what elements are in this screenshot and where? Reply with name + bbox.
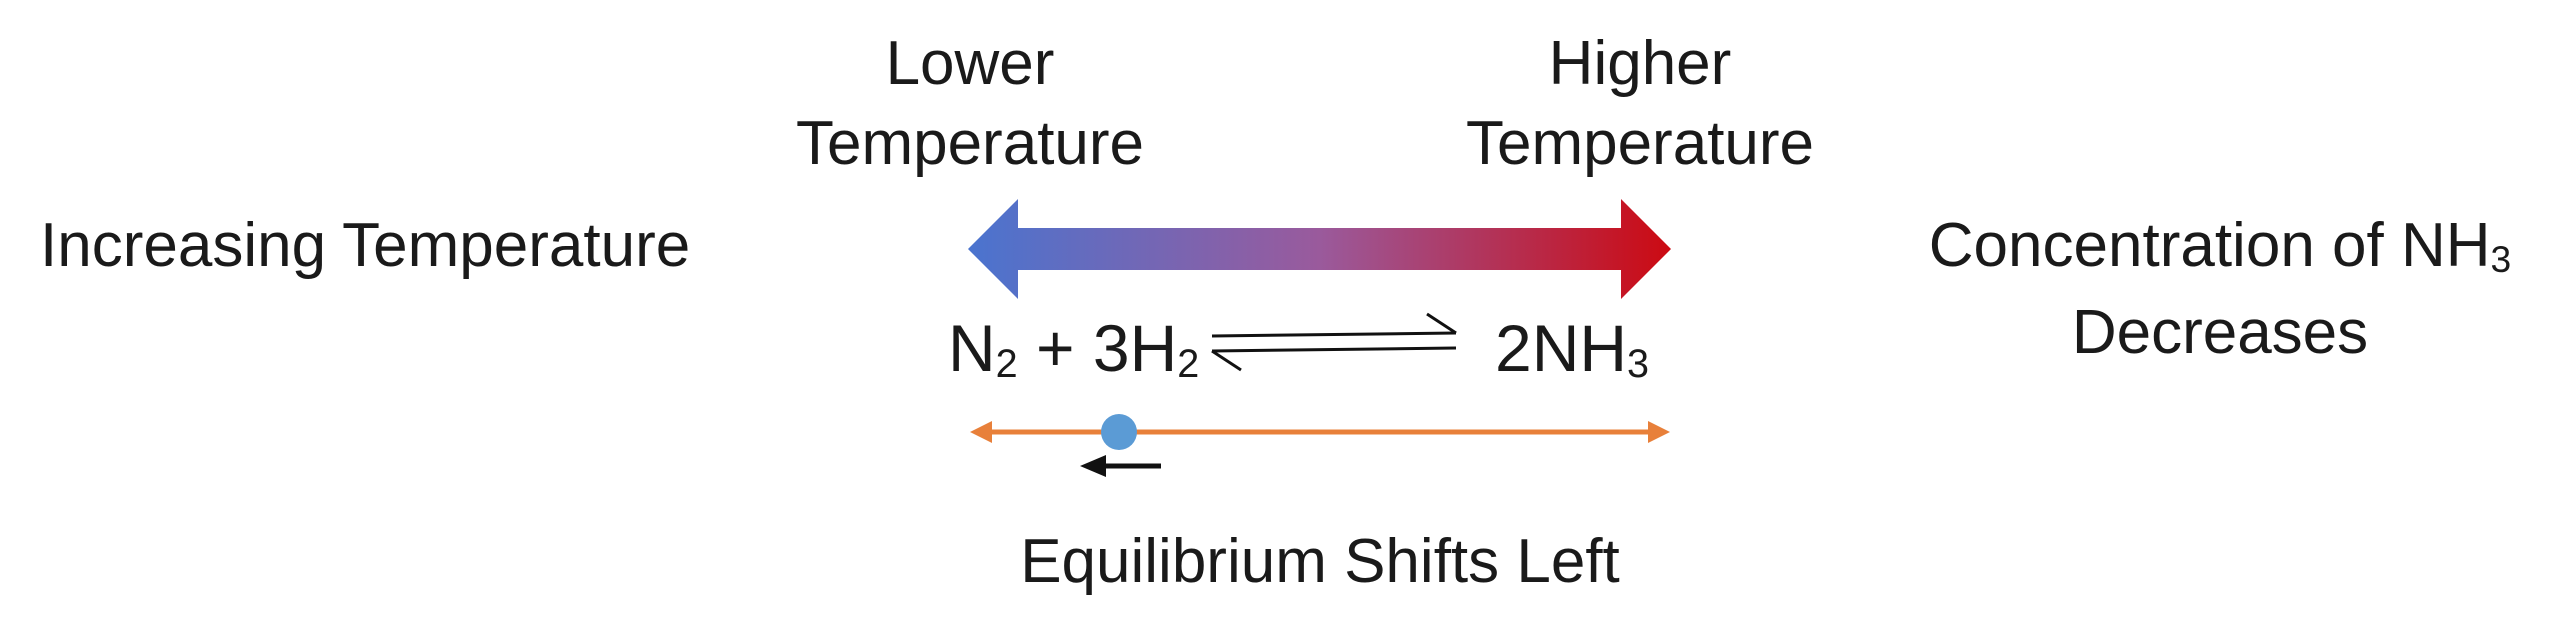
higher-temperature-label: Higher Temperature [1370,24,1910,184]
lower-temperature-line1: Lower [885,29,1055,98]
lower-temperature-label: Lower Temperature [700,24,1240,184]
concentration-line2: Decreases [2071,298,2369,367]
equilibrium-harpoons [1211,312,1457,372]
equilibrium-shift-label: Equilibrium Shifts Left [1020,527,1620,596]
lower-temperature-line2: Temperature [795,109,1145,178]
equilibrium-scale [970,421,1670,443]
increasing-temperature-label: Increasing Temperature [40,211,691,280]
equation-product: 2NH3 [1495,311,1650,386]
shift-left-arrow [1080,455,1161,477]
equation-reactants: N2 + 3H2 [948,311,1200,386]
equilibrium-marker [1101,414,1137,450]
higher-temperature-line2: Temperature [1465,109,1815,178]
concentration-line1: Concentration of NH3 [1928,211,2512,280]
higher-temperature-line1: Higher [1548,29,1732,98]
temperature-gradient-arrow [968,199,1671,299]
concentration-label: Concentration of NH3 Decreases [1830,206,2560,373]
